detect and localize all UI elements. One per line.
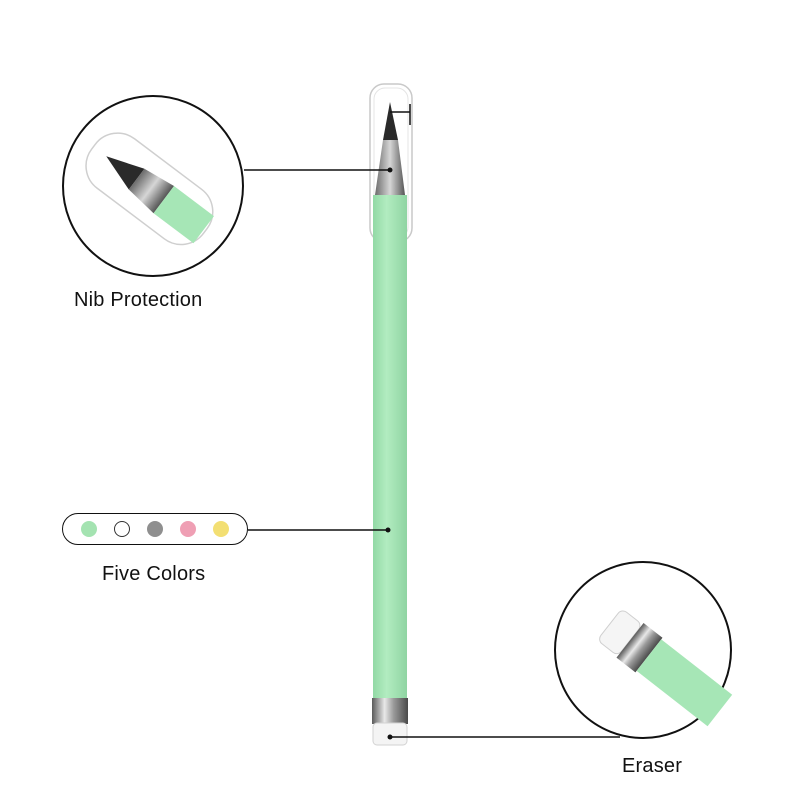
- swatch-gray: [146, 521, 163, 537]
- swatch-yellow: [212, 521, 229, 537]
- nib-protection-label: Nib Protection: [74, 289, 203, 311]
- metal-ferrule: [372, 698, 408, 724]
- color-swatch-row: [62, 513, 248, 545]
- nib-callout: [62, 95, 411, 277]
- graphite-tip: [383, 102, 398, 140]
- eraser-callout: [387, 561, 733, 740]
- swatch-white: [114, 521, 131, 537]
- colors-callout-line: [248, 527, 391, 533]
- swatch-pink: [179, 521, 196, 537]
- eraser-tip: [372, 722, 408, 746]
- eraser-label: Eraser: [622, 755, 683, 777]
- swatch-green: [81, 521, 98, 537]
- pen: [369, 83, 413, 746]
- five-colors-label: Five Colors: [102, 563, 206, 585]
- pen-body: [373, 195, 407, 698]
